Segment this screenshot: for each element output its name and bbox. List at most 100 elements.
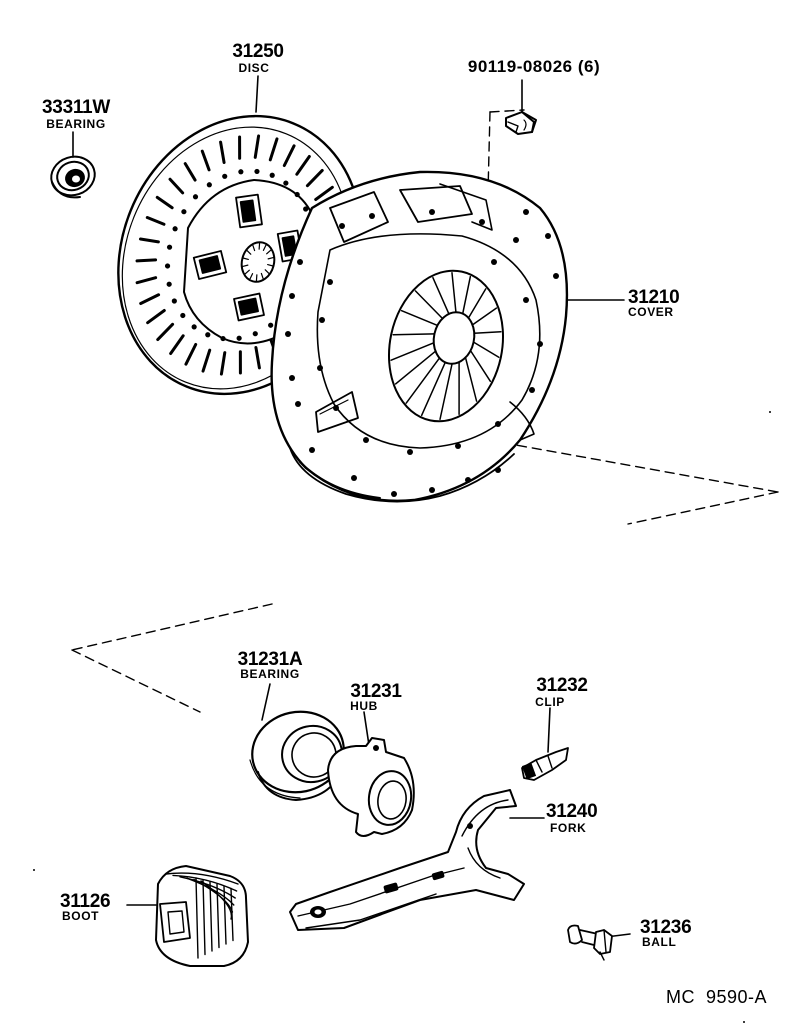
disc-facing-slot [219,351,227,376]
cover-rim-hole [317,365,323,371]
diaphragm-finger [394,350,437,385]
cover-rim-hole [407,449,413,455]
disc-rivet [303,206,309,212]
cover-rim-hole [491,259,497,265]
boot-ridge-vertical [209,881,213,952]
diaphragm-finger [420,361,447,417]
disc-facing-slot [314,185,334,202]
disc-spline-tooth [267,256,274,260]
disc-facing-slot [253,134,261,159]
pilot-bearing-part-number: 33311W [42,97,110,118]
disc-spline-tooth [242,264,249,268]
disc-spline-tooth [242,257,249,261]
diaphragm-finger [473,331,502,334]
disc-rivet [164,263,171,269]
boot-ridge-vertical [195,877,199,959]
scan-specks [33,411,771,1023]
cover-rim-hole [363,437,369,443]
clip-part-number: 31232 [536,675,588,696]
cover-rim-hole [289,375,295,381]
boot-part-name: BOOT [62,909,100,923]
cover-rim-hole [513,237,519,243]
cover-rim-hole [289,293,295,299]
diaphragm-finger [469,349,492,383]
disc-facing-slot [146,308,166,325]
diagram-reference-code: MC 9590-A [666,987,768,1007]
disc-facing-slot [169,334,185,356]
disc-facing-slot [219,140,226,164]
boot-ridge [200,880,233,920]
boot-ridge-vertical [202,879,206,956]
pilot-bearing-part-name: BEARING [46,117,106,131]
disc-facing-slot [254,346,261,370]
diaphragm-finger [461,275,472,315]
disc-rivet [236,335,242,341]
cover-rim-hole [495,421,501,427]
cover-rim-hole [319,317,325,323]
disc-facing-slot [138,237,160,244]
cover-rim-hole [429,487,435,493]
release-hub [327,737,415,837]
fork-part-name: FORK [550,821,587,835]
disc-rivet [294,191,300,198]
disc-facing-slot [295,154,311,176]
disc-spline-tooth [267,263,274,267]
diaphragm-finger [451,272,457,313]
disc-rivet [222,173,228,179]
disc-spline-tooth [260,272,264,280]
cover-part-name: COVER [628,305,674,319]
cover-rim-hole [369,213,375,219]
disc-part-number: 31250 [232,41,284,62]
cover-rim-hole [529,387,535,393]
leader-lines [72,75,631,939]
disc-facing-slot [282,144,296,168]
disc-rivet [180,312,186,319]
diaphragm-finger [390,342,435,361]
cover-rim-hole [545,233,551,239]
diaphragm-finger [464,356,478,402]
pivot-ball [567,924,613,961]
disc-rivet [191,324,197,330]
diaphragm-finger [414,290,444,320]
diaphragm-finger [467,288,487,319]
disc-rivet [269,172,275,178]
disc-facing-slot [155,195,174,210]
disc-facing-slot [135,276,158,285]
clip-part-name: CLIP [535,695,565,709]
disc-rivet [268,322,274,328]
boot-ridge-vertical [230,887,234,942]
cover-rim-hole [479,219,485,225]
diaphragm-finger [471,307,498,326]
disc-facing-slot [184,342,198,366]
disc-rivet [181,209,187,215]
diaphragm-finger [439,363,453,420]
disc-rivet [254,168,260,175]
disc-rivet [205,332,211,338]
cover-rim-hole [327,279,333,285]
cover-rim-hole [391,491,397,497]
disc-facing-slot [201,348,212,373]
release-bearing-part-name: BEARING [240,667,300,681]
disc-facing-slot [145,216,166,226]
disc-rivet [171,298,177,304]
fork-part-number: 31240 [546,801,598,822]
fork-boot [155,865,249,967]
hub-part-number: 31231 [350,681,402,702]
disc-rivet [283,180,289,186]
disc-spline-tooth [266,249,272,255]
pilot-bearing [50,155,96,199]
cover-rim-hole [465,477,471,483]
disc-facing-slot [139,293,161,306]
cover-rim-hole [297,259,303,265]
disc-rivet [206,182,212,188]
disc-part-name: DISC [238,61,270,75]
boot-ridge [165,872,239,885]
disc-rivet [166,281,172,287]
cover-rim-hole [351,475,357,481]
diaphragm-finger [432,276,450,315]
cover-rim-hole [339,223,345,229]
ball-part-number: 31236 [640,917,692,938]
cover-rim-hole [537,341,543,347]
diaphragm-finger [400,309,439,327]
disc-facing-slot [268,137,279,162]
